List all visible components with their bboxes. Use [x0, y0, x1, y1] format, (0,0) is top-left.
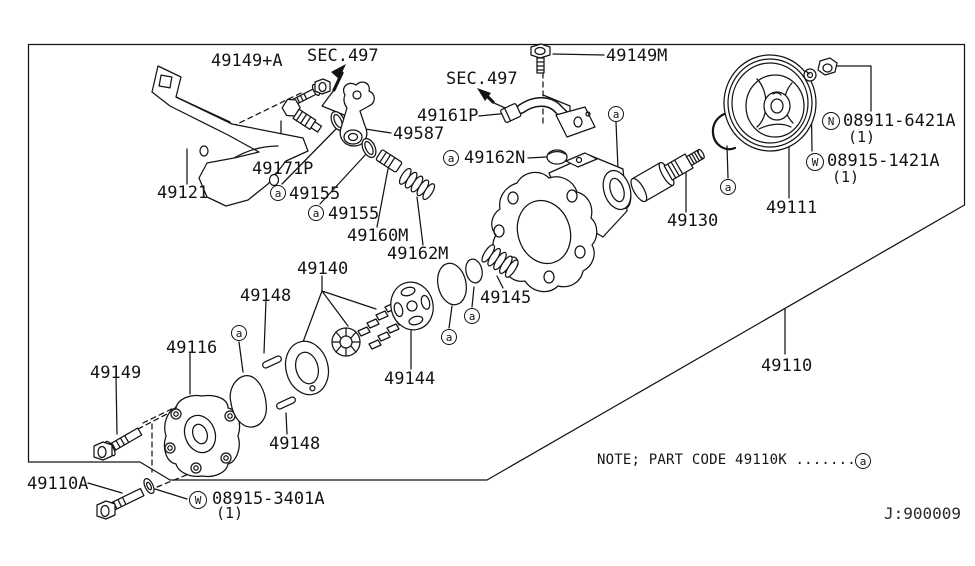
- lock-washer: [803, 68, 817, 82]
- diagram-border: [27, 43, 966, 481]
- label-49148-bottom: 49148: [269, 434, 321, 454]
- oring-49155-b: [361, 137, 377, 159]
- label-49161P: 49161P: [417, 106, 479, 126]
- label-49162N: 49162N: [464, 148, 526, 168]
- ref-a-49155-b: a: [308, 205, 324, 221]
- label-49148-top: 49148: [240, 286, 292, 306]
- note-text: NOTE; PART CODE 49110K .........: [597, 452, 874, 468]
- pressure-plate-49144: [390, 281, 434, 331]
- label-49162M: 49162M: [387, 244, 449, 264]
- snap-ring: [711, 111, 737, 151]
- connector-49160M: [375, 149, 403, 173]
- label-08915-1421A: 08915-1421A: [827, 151, 940, 171]
- pin-49148-top: [262, 355, 282, 369]
- leader-lines: [87, 53, 872, 500]
- label-49155-b: 49155: [328, 204, 380, 224]
- ref-a-49155-a: a: [270, 185, 286, 201]
- label-49145: 49145: [480, 288, 532, 308]
- label-08911-6421A-qty: (1): [848, 128, 876, 146]
- washer-49110A: [143, 477, 155, 495]
- label-49149: 49149: [90, 363, 142, 383]
- bolt-49149: [93, 427, 143, 461]
- label-08915-1421A-qty: (1): [832, 168, 860, 186]
- oring-small: [465, 258, 483, 284]
- bolt-49149-plus-A: [292, 78, 331, 106]
- ref-a-gasket: a: [231, 325, 247, 341]
- label-49149M: 49149M: [606, 46, 668, 66]
- hex-nut: [817, 57, 838, 76]
- ref-a-49162N: a: [443, 150, 459, 166]
- sec497-arrow-top: [331, 64, 346, 92]
- label-49160M: 49160M: [347, 226, 409, 246]
- label-49149-plus-A: 49149+A: [211, 51, 283, 71]
- rear-cover-49116: [163, 394, 241, 478]
- pulley-49111: [723, 54, 817, 152]
- ref-a-oring-small: a: [464, 308, 480, 324]
- oring-large: [437, 262, 467, 306]
- label-49110A: 49110A: [27, 474, 89, 494]
- label-49140: 49140: [297, 259, 349, 279]
- label-49155-a: 49155: [289, 184, 341, 204]
- ref-W-08915-3401: W: [189, 491, 207, 509]
- ref-a-snap-ring: a: [720, 179, 736, 195]
- oring-49162N: [546, 149, 568, 165]
- label-49144: 49144: [384, 369, 436, 389]
- shaft-seal: [602, 169, 632, 211]
- pump-rotor: [331, 327, 361, 357]
- label-08915-3401A-qty: (1): [216, 504, 244, 522]
- label-49171P: 49171P: [252, 159, 314, 179]
- pin-49148-bottom: [276, 396, 296, 410]
- doc-code: J:900009: [884, 504, 962, 523]
- ref-a-note: a: [855, 453, 871, 469]
- ref-a-shaft-seal: a: [608, 106, 624, 122]
- fitting-49171P: [281, 98, 323, 133]
- bracket-49121: [151, 65, 309, 207]
- label-49111: 49111: [766, 198, 818, 218]
- label-49116: 49116: [166, 338, 218, 358]
- bolt-49149M: [530, 43, 551, 74]
- label-08915-3401A: 08915-3401A: [212, 489, 325, 509]
- ref-W-08915-1421: W: [806, 153, 824, 171]
- label-08911-6421A: 08911-6421A: [843, 111, 956, 131]
- sec497-arrow-mid: [477, 88, 495, 104]
- label-49587: 49587: [393, 124, 445, 144]
- clamp-49587: [339, 81, 375, 147]
- side-plate: [284, 340, 330, 396]
- spring-49162M: [398, 167, 436, 201]
- spring-49145: [481, 244, 519, 278]
- bolt-49110A: [96, 487, 145, 520]
- suction-pipe-49161P: [500, 97, 596, 138]
- cover-gasket: [229, 375, 268, 428]
- label-49110: 49110: [761, 356, 813, 376]
- sec-ref-mid: SEC.497: [446, 69, 518, 89]
- label-49121: 49121: [157, 183, 209, 203]
- shaft-49130: [630, 148, 705, 203]
- ref-a-oring-large: a: [441, 329, 457, 345]
- ref-N-08911: N: [822, 112, 840, 130]
- sec-ref-top: SEC.497: [307, 46, 379, 66]
- label-49130: 49130: [667, 211, 719, 231]
